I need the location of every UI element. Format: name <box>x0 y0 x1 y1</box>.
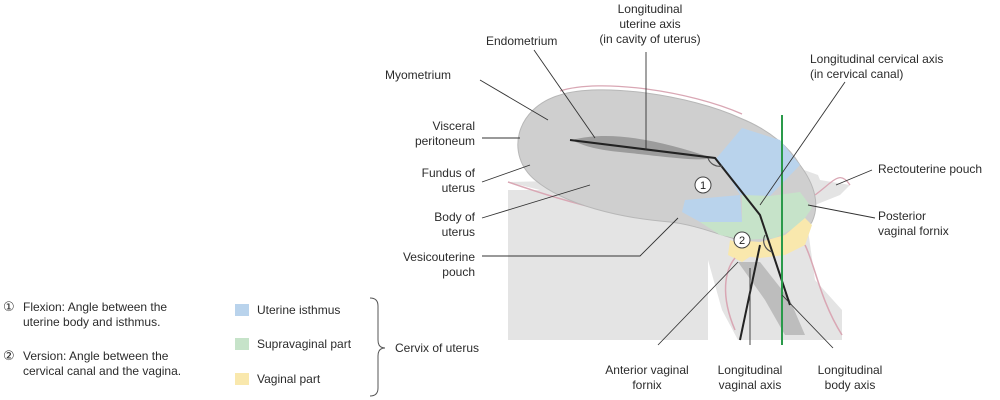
flexion-note: ① Flexion: Angle between the uterine bod… <box>3 299 168 329</box>
cervix-legend-brace <box>369 297 386 397</box>
flexion-marker-number: 1 <box>700 180 706 192</box>
leader-myometrium <box>479 79 549 121</box>
label-posterior-vaginal-fornix: Posterior vaginal fornix <box>878 209 949 238</box>
label-rectouterine-pouch: Rectouterine pouch <box>878 162 983 176</box>
leader-rectouterine <box>835 169 873 186</box>
supravaginal-part-region <box>700 192 812 240</box>
label-anterior-vaginal-fornix: Anterior vaginal fornix <box>605 363 689 392</box>
version-angle-arc <box>763 234 773 253</box>
flexion-note-symbol: ① <box>3 299 15 314</box>
leader-anterior-fornix <box>657 261 739 346</box>
label-myometrium: Myometrium <box>385 68 452 82</box>
version-note-symbol: ② <box>3 348 15 363</box>
legend-label-uterine-isthmus: Uterine isthmus <box>257 303 341 317</box>
flexion-angle-arc <box>707 157 723 167</box>
vaginal-part-region <box>735 218 812 258</box>
uterine-axis-line <box>569 139 791 306</box>
leader-posterior-fornix <box>807 204 876 219</box>
leader-vesicouterine <box>482 217 679 257</box>
uterine-isthmus-region <box>715 128 800 196</box>
flexion-marker-circle <box>694 176 712 194</box>
version-note: ② Version: Angle between the cervical ca… <box>3 348 182 378</box>
label-longitudinal-uterine-axis: Longitudinal uterine axis (in cavity of … <box>599 2 701 46</box>
leader-fundus <box>481 164 531 183</box>
legend-label-vaginal-part: Vaginal part <box>257 372 321 386</box>
uterine-isthmus-lower <box>682 195 742 222</box>
leader-cervical-axis <box>759 81 846 206</box>
version-marker-circle <box>733 231 751 249</box>
vagina-posterior-wall <box>804 244 843 336</box>
label-body-of-uterus: Body of uterus <box>434 210 475 239</box>
label-vesicouterine-pouch: Vesicouterine pouch <box>402 250 475 279</box>
vagina-canal <box>738 262 805 335</box>
label-fundus-of-uterus: Fundus of uterus <box>421 166 475 195</box>
leader-body <box>481 184 591 219</box>
legend-group-label-cervix: Cervix of uterus <box>395 341 480 355</box>
label-longitudinal-vaginal-axis: Longitudinal vaginal axis <box>717 363 783 392</box>
rectouterine-pouch-line <box>814 176 851 196</box>
leader-endometrium <box>533 49 596 139</box>
legend-label-supravaginal-part: Supravaginal part <box>257 337 352 351</box>
legend-swatch-supravaginal-part <box>235 338 249 350</box>
version-marker-number: 2 <box>739 235 745 247</box>
visceral-peritoneum-edge <box>559 85 743 115</box>
label-endometrium: Endometrium <box>486 34 558 48</box>
label-longitudinal-cervical-axis: Longitudinal cervical axis (in cervical … <box>810 52 944 81</box>
legend-swatch-vaginal-part <box>235 373 249 385</box>
legend-swatch-uterine-isthmus <box>235 304 249 316</box>
vagina-anterior-wall <box>724 257 736 331</box>
label-visceral-peritoneum: Visceral peritoneum <box>414 119 475 148</box>
label-longitudinal-body-axis: Longitudinal body axis <box>817 363 883 392</box>
leader-body-axis <box>781 294 834 349</box>
